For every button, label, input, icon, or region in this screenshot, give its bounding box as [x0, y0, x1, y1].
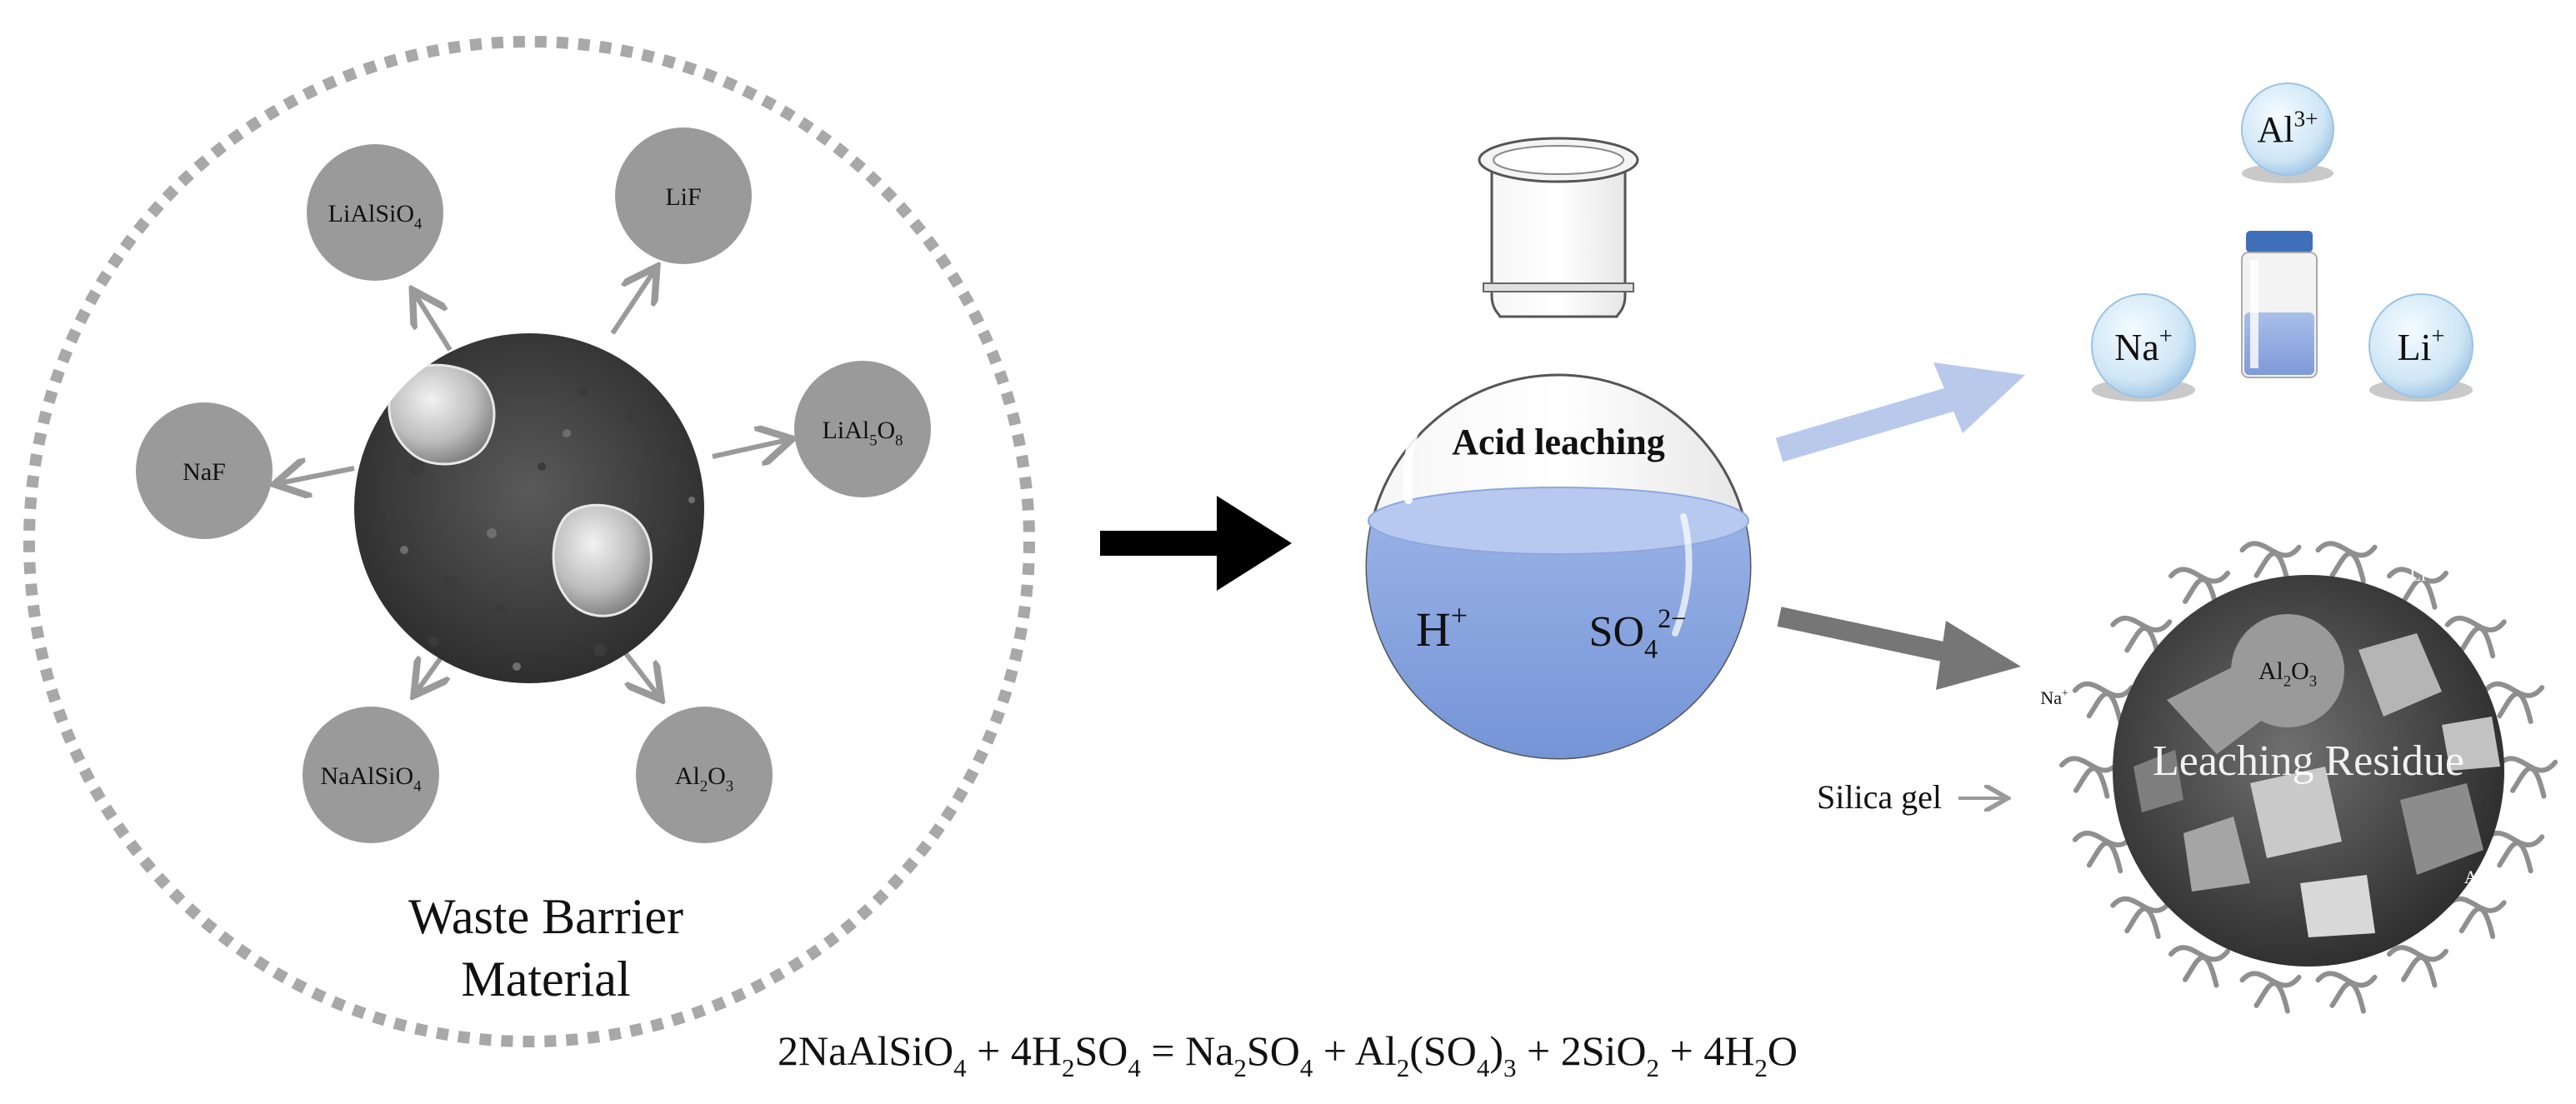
compound-circle-naalsio4: [303, 707, 439, 843]
silica-chain: [2239, 541, 2302, 584]
compound-circles: [136, 127, 931, 843]
silica-chain: [2059, 756, 2121, 799]
arrow-to-residue: [1777, 607, 2021, 690]
ion-sphere-na: [2091, 293, 2196, 398]
silica-chain: [2315, 971, 2378, 1014]
right-arrow-icon: [1100, 496, 1292, 591]
waste-material-panel: LiAlSiO4 LiF LiAl5O8 NaF NaAlSiO4 Al2O3 …: [23, 36, 1035, 1047]
silica-gel-label: Silica gel: [1817, 778, 1942, 816]
sem-particle-image: [354, 333, 704, 683]
al2o3-core-label: Al2O3: [2258, 657, 2317, 690]
al2o3-core: [2231, 614, 2344, 727]
compound-circle-lial5o8: [794, 361, 931, 497]
arrow-to-ions: [1775, 362, 2025, 462]
ion-sphere-li: [2368, 293, 2473, 398]
silica-chain: [2168, 945, 2230, 988]
residue-label: Leaching Residue: [2153, 737, 2464, 785]
compound-labels: LiAlSiO4 LiF LiAl5O8 NaF NaAlSiO4 Al2O3: [183, 183, 903, 795]
ion-label-li: Li+: [2398, 324, 2445, 368]
silica-chain: [2444, 896, 2507, 940]
compound-label-naf: NaF: [183, 458, 226, 486]
silica-chain: [2496, 756, 2558, 799]
silica-chain: [2072, 831, 2134, 874]
ion-label-so4: SO42−: [1589, 603, 1687, 663]
ion-label-al: Al3+: [2257, 107, 2318, 150]
silica-chain: [2315, 541, 2378, 584]
compound-circle-naf: [136, 402, 273, 539]
silica-chain: [2483, 681, 2545, 724]
compound-label-naalsio4: NaAlSiO4: [321, 762, 422, 795]
silica-chain: [2168, 567, 2230, 610]
adsorbed-li-label: Li+: [2409, 563, 2433, 585]
silica-chain: [2444, 616, 2507, 659]
compound-circle-lialsio4: [307, 144, 443, 281]
silica-chain: [2387, 945, 2448, 988]
compound-label-lialsio4: LiAlSiO4: [328, 200, 423, 232]
arrow-to-naf: [279, 468, 355, 483]
ion-sphere-al: [2241, 82, 2334, 176]
reaction-equation: 2NaAlSiO4 + 4H2SO4 = Na2SO4 + Al2(SO4)3 …: [778, 1027, 1798, 1082]
silica-chain: [2387, 567, 2448, 610]
adsorbed-na-label: Na+: [2040, 687, 2068, 708]
vial-icon: [2241, 231, 2318, 378]
adsorbed-al-label: Al3+: [2464, 866, 2495, 887]
compound-circle-lif: [615, 127, 752, 264]
arrow-to-lif: [610, 271, 654, 335]
flask-label: Acid leaching: [1452, 422, 1664, 462]
silica-chain: [2072, 681, 2134, 724]
silica-chain: [2239, 971, 2302, 1014]
dotted-boundary: [23, 36, 1035, 1047]
arrow-to-lial5o8: [712, 440, 788, 457]
panel-title-line1: Waste Barrier: [408, 889, 683, 944]
panel-title-line2: Material: [461, 952, 630, 1007]
arrow-to-lialsio4: [415, 294, 453, 352]
compound-circle-al2o3: [636, 707, 773, 843]
ion-label-na: Na+: [2114, 324, 2173, 368]
compound-label-al2o3: Al2O3: [675, 762, 733, 795]
round-bottom-flask-icon: Acid leaching H+ SO42−: [1365, 137, 1752, 760]
silica-chain: [2110, 616, 2173, 659]
ion-products: Al3+ Na+ Li+: [2091, 82, 2473, 402]
leaching-residue: Al2O3 Leaching Residue Li+ Na+ Al3+: [2040, 541, 2558, 1014]
compound-label-lif: LiF: [665, 183, 701, 211]
silica-chain: [2110, 896, 2173, 940]
ion-label-h: H+: [1416, 599, 1468, 657]
compound-label-lial5o8: LiAl5O8: [823, 417, 903, 449]
silica-chain-icon: [2059, 541, 2558, 1014]
